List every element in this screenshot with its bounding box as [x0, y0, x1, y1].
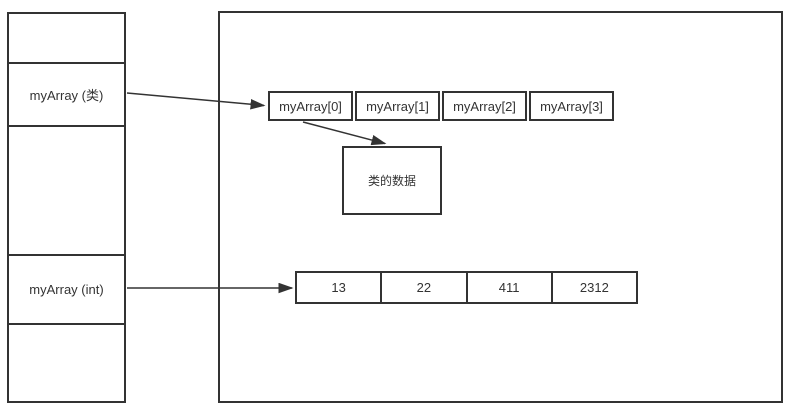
int-cell-value: 22 [416, 280, 432, 295]
class-data-label: 类的数据 [367, 174, 416, 188]
stack-cell-myarray-class: myArray (类) [9, 64, 124, 127]
stack-cell-label: myArray (int) [29, 282, 104, 297]
stack-cell-empty-2 [9, 127, 124, 256]
int-cell-3: 2312 [553, 273, 636, 302]
int-cell-1: 22 [382, 273, 468, 302]
stack-cell-empty-3 [9, 325, 124, 401]
int-array: 13 22 411 2312 [295, 271, 638, 304]
array-cell-label: myArray[2] [453, 98, 516, 114]
array-cell-1: myArray[1] [355, 91, 440, 121]
stack-cell-myarray-int: myArray (int) [9, 256, 124, 325]
array-cell-3: myArray[3] [529, 91, 614, 121]
heap-box [218, 11, 783, 403]
stack-cell-empty-1 [9, 14, 124, 64]
class-data-box: 类的数据 [342, 146, 442, 215]
stack-column: myArray (类) myArray (int) [7, 12, 126, 403]
int-cell-value: 411 [498, 280, 520, 295]
int-cell-value: 13 [331, 280, 346, 295]
int-cell-value: 2312 [579, 280, 609, 295]
int-cell-0: 13 [297, 273, 383, 302]
array-cell-2: myArray[2] [442, 91, 527, 121]
int-cell-2: 411 [468, 273, 553, 302]
object-reference-array: myArray[0] myArray[1] myArray[2] myArray… [268, 91, 614, 121]
array-cell-label: myArray[1] [366, 98, 429, 114]
array-cell-label: myArray[0] [279, 98, 342, 114]
array-cell-0: myArray[0] [268, 91, 353, 121]
stack-cell-label: myArray (类) [29, 88, 104, 103]
array-cell-label: myArray[3] [540, 98, 603, 114]
